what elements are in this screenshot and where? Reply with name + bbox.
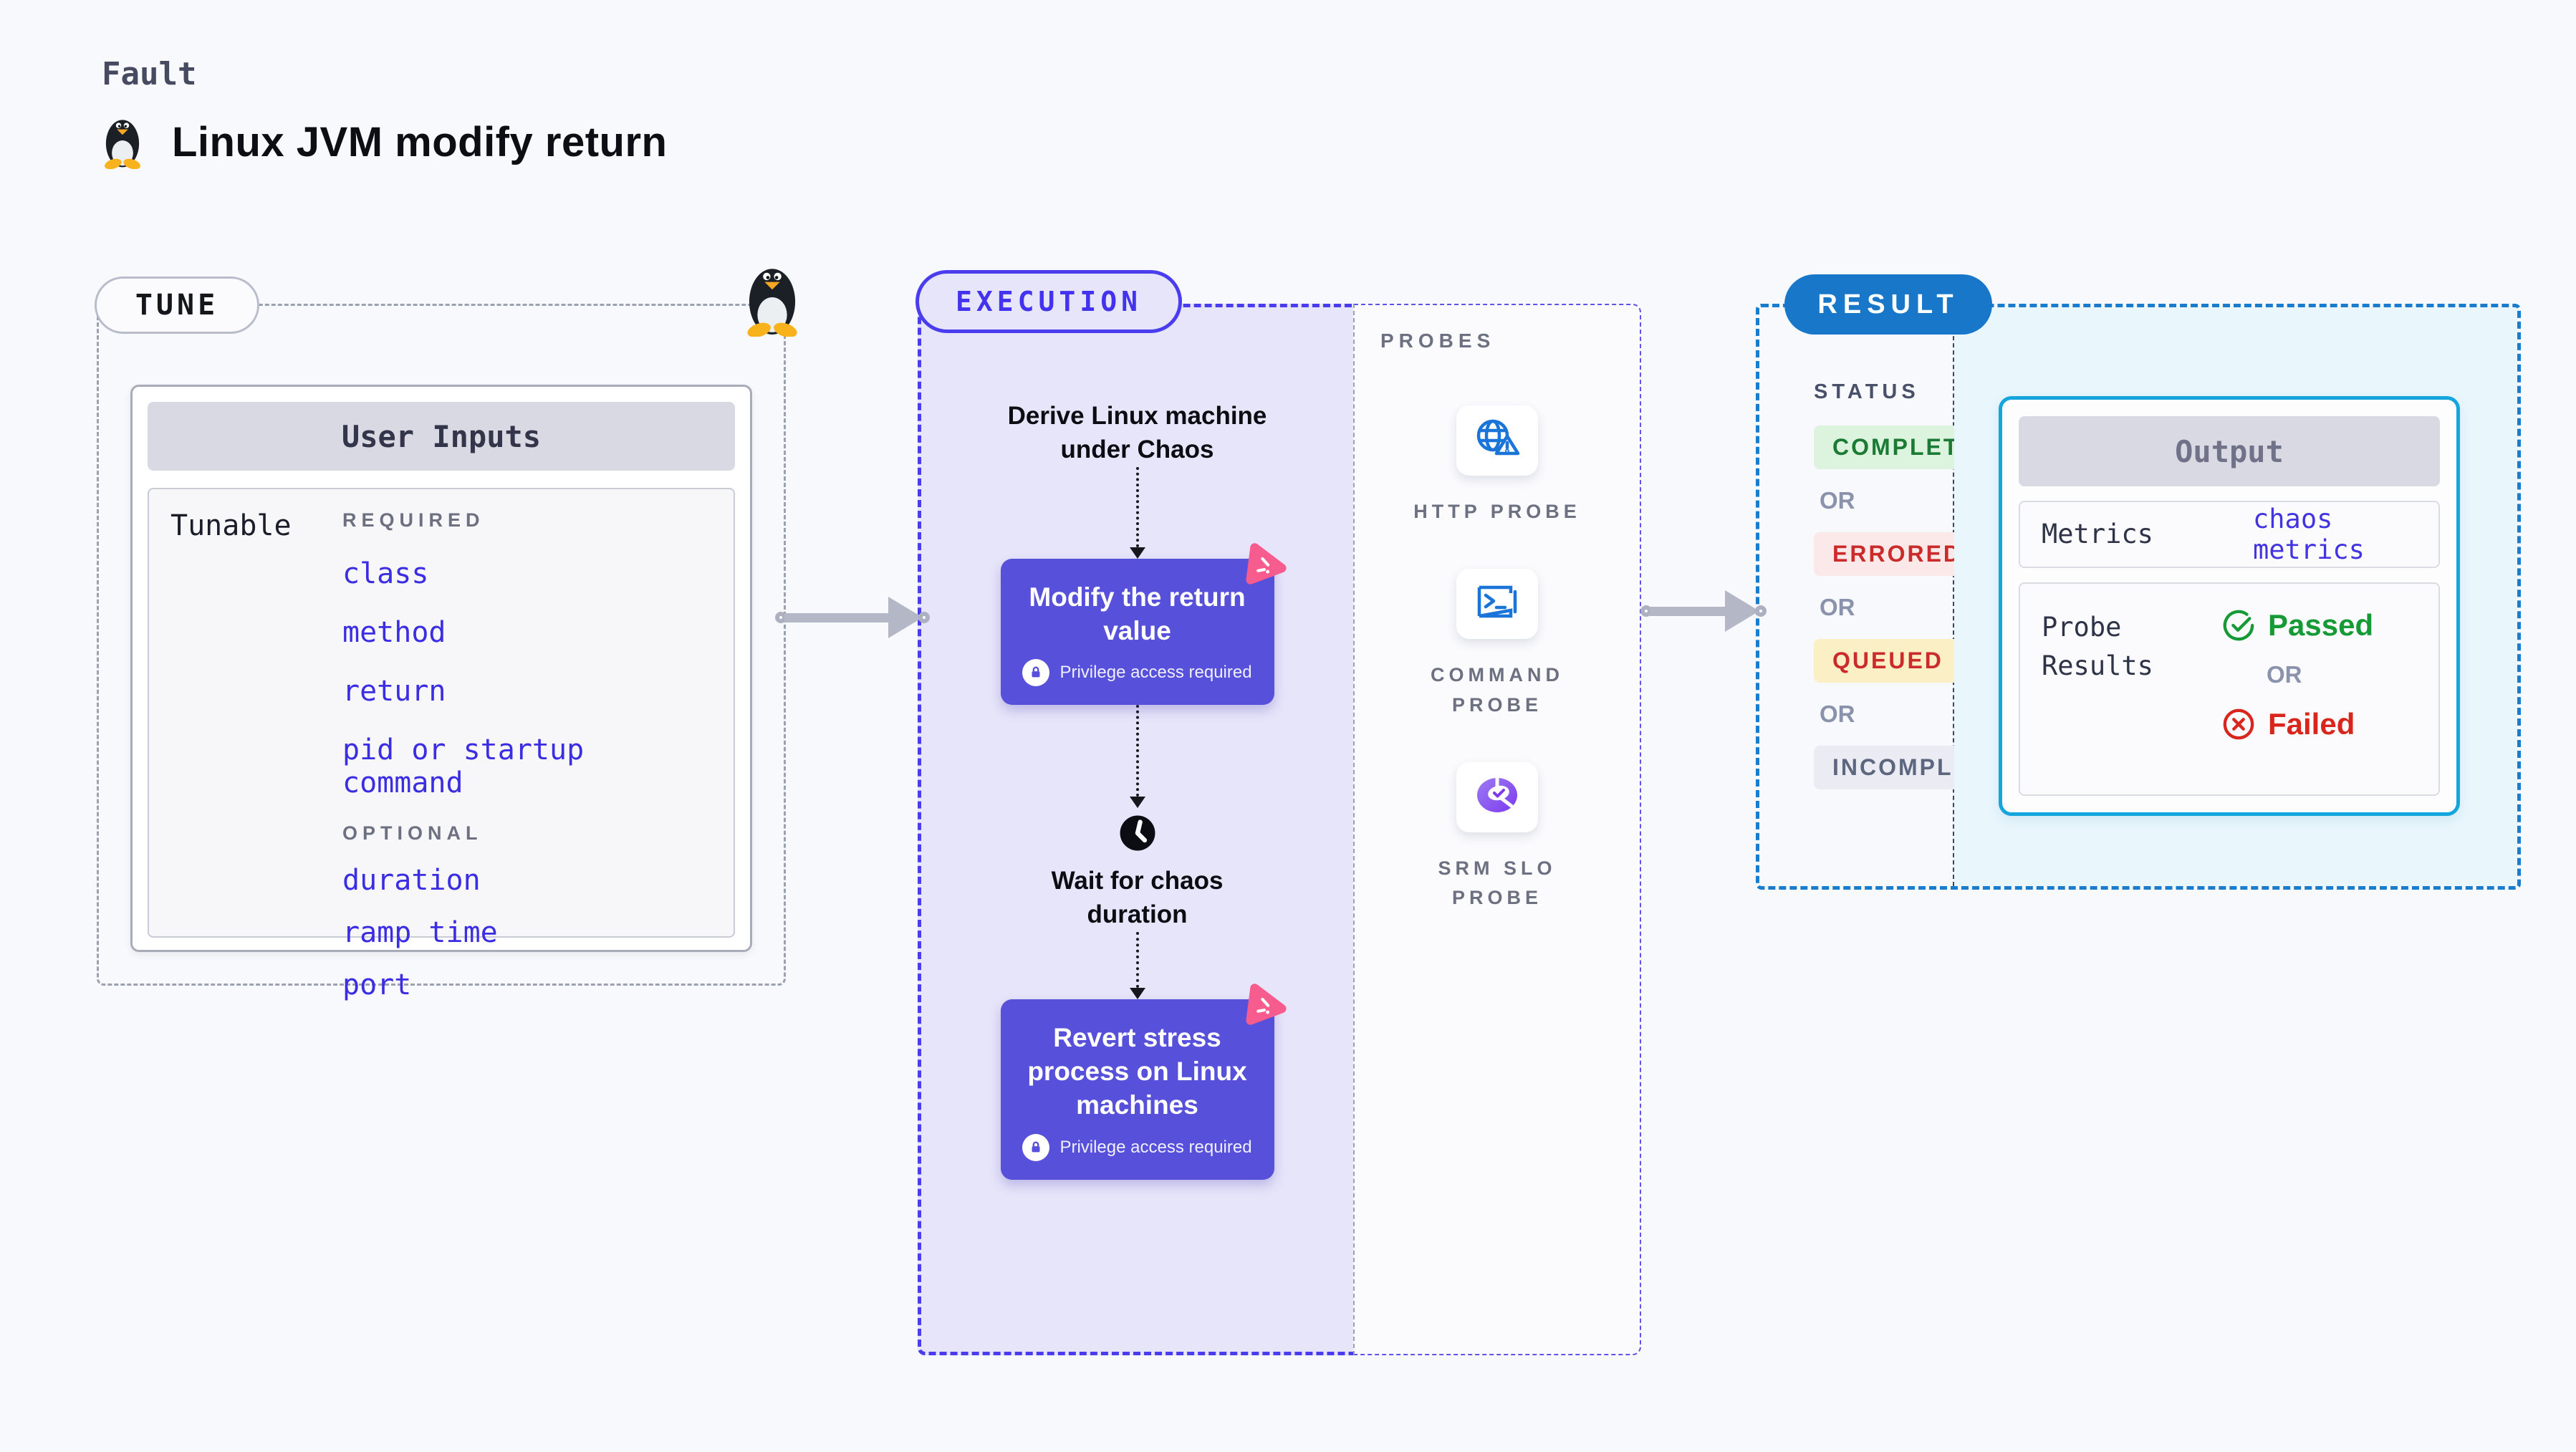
action-revert-stress-node: Revert stress process on Linux machines … bbox=[1000, 983, 1287, 1180]
privilege-note: Privilege access required bbox=[1059, 663, 1252, 683]
status-badge-errored: ERRORED bbox=[1814, 532, 1981, 576]
slo-probe-tile bbox=[1456, 761, 1538, 832]
metrics-label: Metrics bbox=[2042, 519, 2153, 550]
action-title: Revert stress process on Linux machines bbox=[1027, 1022, 1247, 1120]
slo-pie-icon bbox=[1474, 775, 1521, 819]
optional-group-label: OPTIONAL bbox=[342, 822, 483, 844]
page-header: Linux JVM modify return bbox=[99, 112, 667, 173]
tune-section-box bbox=[97, 304, 786, 986]
x-circle-icon bbox=[2222, 708, 2255, 741]
user-inputs-card: User Inputs Tunable REQUIRED class method… bbox=[130, 385, 752, 1001]
lock-icon bbox=[1022, 659, 1050, 687]
arrow-probes-to-result bbox=[1640, 589, 1767, 633]
output-header: Output bbox=[2019, 416, 2440, 486]
tunable-item-link[interactable]: duration bbox=[342, 864, 481, 897]
tune-pill: TUNE bbox=[95, 277, 259, 334]
arrow-tune-to-execution bbox=[775, 595, 930, 640]
result-pill: RESULT bbox=[1784, 274, 1992, 335]
connector-node bbox=[918, 612, 930, 623]
privilege-note: Privilege access required bbox=[1059, 1137, 1252, 1157]
probe-name: HTTP PROBE bbox=[1413, 501, 1581, 522]
step-derive-text: Derive Linux machine under Chaos bbox=[1007, 402, 1267, 464]
probe-results-row: Probe Results Passed OR bbox=[2019, 582, 2440, 796]
or-label: OR bbox=[1820, 701, 1855, 727]
probes-section-box: PROBES HTTP PROBE bbox=[1353, 304, 1641, 1355]
tunable-item-link[interactable]: ramp time bbox=[342, 916, 498, 949]
tux-linux-icon bbox=[99, 112, 146, 173]
flow-connector bbox=[1129, 705, 1145, 809]
step-wait-text: Wait for chaos duration bbox=[1051, 867, 1224, 929]
or-label: OR bbox=[1820, 594, 1855, 620]
metrics-row: Metrics chaos metrics bbox=[2019, 501, 2440, 568]
execution-pill: EXECUTION bbox=[915, 270, 1182, 333]
tunable-item-link[interactable]: pid or startup command bbox=[342, 734, 585, 799]
output-card: Output Metrics chaos metrics Probe Resul… bbox=[1999, 396, 2460, 816]
tunable-item-link[interactable]: port bbox=[342, 968, 412, 1001]
tunable-item-link[interactable]: return bbox=[342, 675, 446, 708]
probes-label: PROBES bbox=[1380, 330, 1496, 352]
or-label: OR bbox=[1820, 487, 1855, 514]
passed-label: Passed bbox=[2268, 608, 2374, 642]
chaos-fault-icon bbox=[1241, 542, 1289, 589]
probe-results-label: Probe Results bbox=[2042, 612, 2153, 681]
chaos-metrics-link[interactable]: chaos metrics bbox=[2253, 504, 2365, 565]
lock-icon bbox=[1022, 1133, 1050, 1161]
required-group-label: REQUIRED bbox=[342, 509, 485, 531]
status-label: STATUS bbox=[1814, 380, 1920, 403]
execution-section-box: Derive Linux machine under Chaos Modify … bbox=[918, 304, 1353, 1355]
failed-label: Failed bbox=[2268, 707, 2355, 741]
http-probe-tile bbox=[1456, 405, 1538, 476]
chaos-fault-icon bbox=[1241, 982, 1289, 1029]
fault-kicker: Fault bbox=[102, 56, 197, 92]
connector-node bbox=[1755, 605, 1767, 617]
check-circle-icon bbox=[2222, 609, 2255, 642]
terminal-icon bbox=[1474, 583, 1520, 624]
status-badge-queued: QUEUED bbox=[1814, 639, 1962, 683]
optional-items: duration ramp time port bbox=[342, 864, 712, 1001]
command-probe-tile bbox=[1456, 568, 1538, 639]
action-modify-return-node: Modify the return value Privilege access… bbox=[1000, 542, 1287, 706]
clock-icon bbox=[1117, 812, 1158, 854]
probe-name: SRM SLO PROBE bbox=[1438, 857, 1557, 909]
probe-name: COMMAND PROBE bbox=[1431, 663, 1564, 716]
or-label: OR bbox=[2267, 661, 2302, 688]
tunable-list: Tunable REQUIRED class method return pid or… bbox=[148, 488, 735, 1001]
flow-connector bbox=[1129, 466, 1145, 559]
tunable-item-link[interactable]: class bbox=[342, 557, 429, 590]
user-inputs-header: User Inputs bbox=[148, 402, 735, 471]
flow-connector bbox=[1129, 931, 1145, 999]
globe-alert-icon bbox=[1473, 416, 1522, 466]
page-title: Linux JVM modify return bbox=[172, 119, 668, 165]
tunable-item-link[interactable]: method bbox=[342, 616, 446, 649]
output-area: Output Metrics chaos metrics Probe Resul… bbox=[1954, 307, 2517, 886]
action-title: Modify the return value bbox=[1029, 582, 1246, 645]
required-items: class method return pid or startup command bbox=[342, 557, 712, 799]
tunable-row-label: Tunable bbox=[170, 509, 292, 542]
